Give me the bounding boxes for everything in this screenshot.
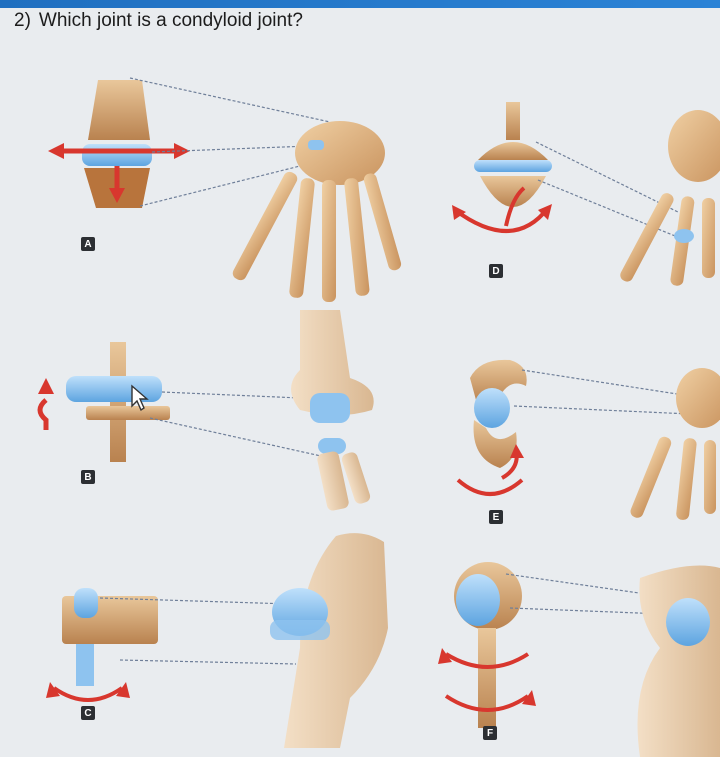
- leader-lines-b: [149, 391, 331, 459]
- joint-e-model: [456, 359, 527, 496]
- hand-skeleton-d: [620, 110, 720, 286]
- label-e: E: [489, 510, 503, 524]
- joint-types-figure: A D B E C F: [0, 48, 720, 757]
- joint-illustration: [37, 77, 720, 757]
- label-d: D: [489, 264, 503, 278]
- hand-skeleton-e: [630, 368, 720, 520]
- shoulder-bones-f: [637, 565, 720, 757]
- label-b: B: [81, 470, 95, 484]
- leader-lines-e: [513, 369, 691, 415]
- label-a: A: [81, 237, 95, 251]
- label-f: F: [483, 726, 497, 740]
- elbow-bones-c: [270, 533, 388, 748]
- question-text: Which joint is a condyloid joint?: [38, 10, 303, 31]
- joint-f-model: [438, 562, 536, 728]
- joint-c-model: [46, 588, 158, 702]
- leader-lines-f: [505, 573, 665, 615]
- mouse-pointer-icon: [131, 384, 149, 412]
- question-prompt: 2) Which joint is a condyloid joint?: [14, 10, 303, 32]
- top-accent-bar: [0, 0, 720, 8]
- question-number: 2): [14, 10, 31, 31]
- joint-d-model: [452, 102, 552, 233]
- elbow-bones-b: [291, 310, 374, 511]
- label-c: C: [81, 706, 95, 720]
- leader-lines-a: [129, 77, 331, 207]
- hand-skeleton-a: [232, 121, 402, 302]
- joint-a-model: [48, 80, 190, 208]
- leader-lines-c: [99, 597, 297, 665]
